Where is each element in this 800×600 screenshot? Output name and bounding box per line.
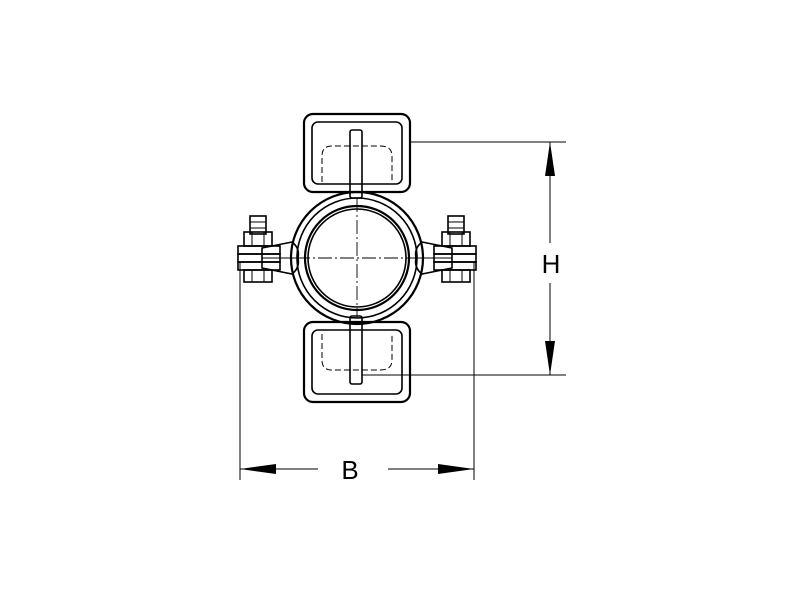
arrowhead-up-icon — [545, 142, 555, 176]
arrowhead-left-icon — [240, 464, 276, 474]
dimension-width: B — [239, 262, 475, 485]
bottom-threaded-rod — [349, 315, 363, 385]
top-rail-profile — [302, 112, 412, 194]
pipe-centerlines — [296, 198, 418, 318]
top-threaded-rod — [349, 129, 363, 199]
bottom-rail-profile — [302, 320, 412, 404]
arrowhead-down-icon — [545, 341, 555, 375]
right-bolt — [441, 215, 471, 283]
dimension-height: H — [362, 141, 566, 376]
left-clamp-lug — [237, 241, 300, 275]
left-bolt — [243, 215, 273, 283]
height-label: H — [542, 249, 561, 279]
width-label: B — [341, 455, 358, 485]
arrowhead-right-icon — [438, 464, 474, 474]
